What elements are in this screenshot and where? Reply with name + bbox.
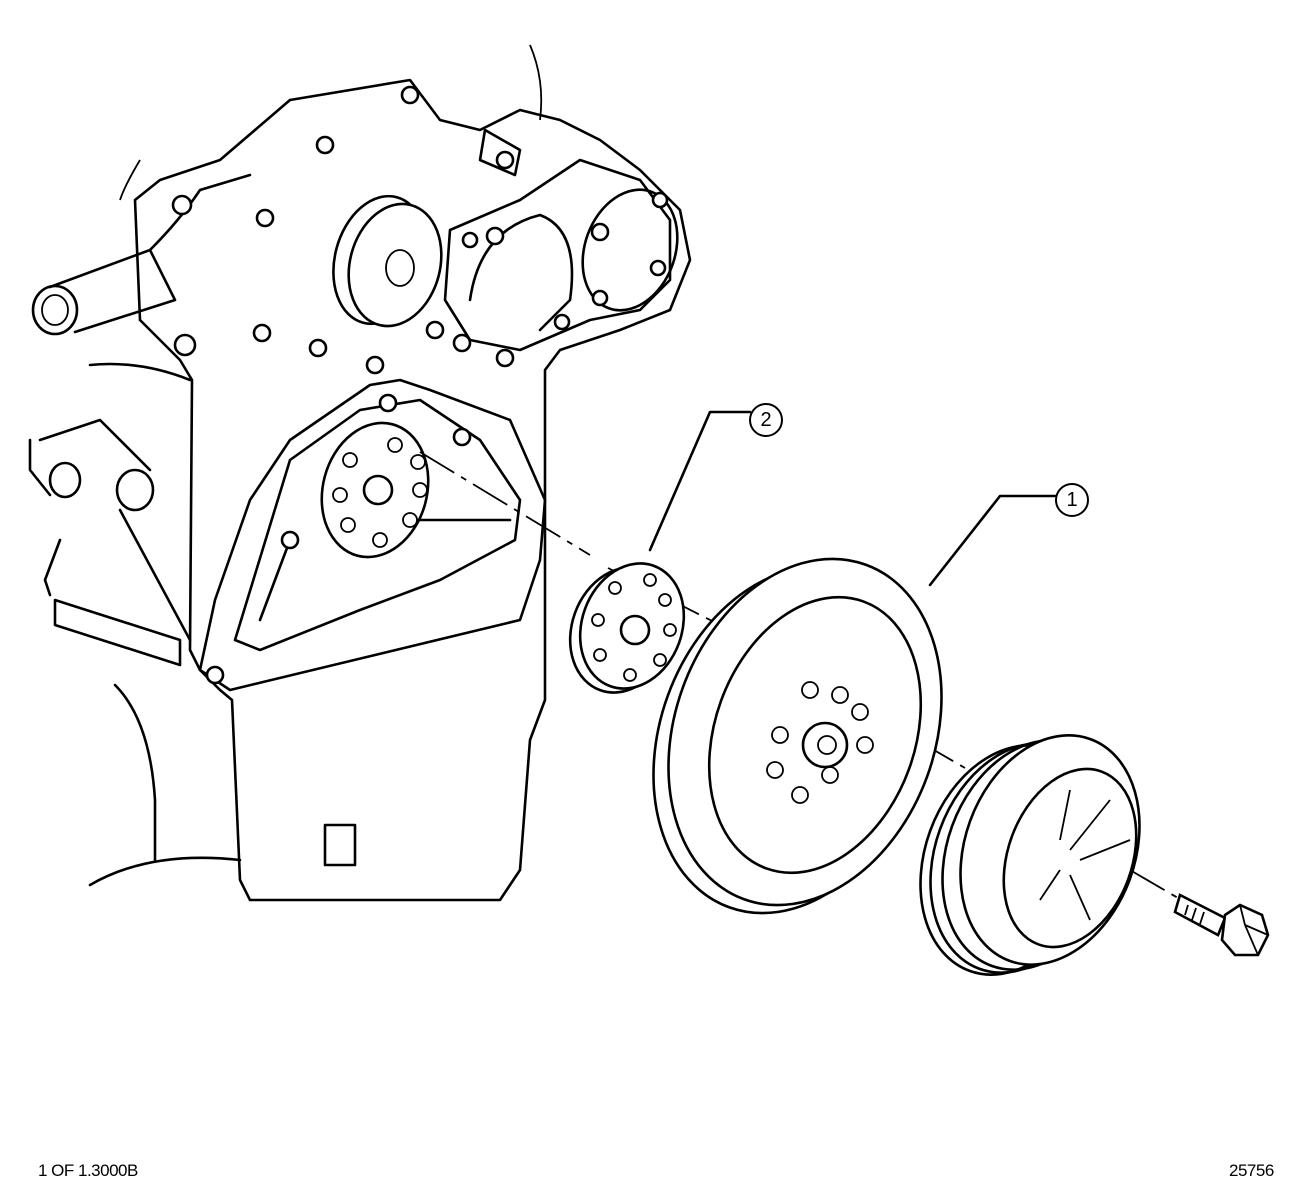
crankshaft-pulley <box>919 734 1141 976</box>
callout-2-leader <box>648 410 752 552</box>
engine-block <box>28 44 692 902</box>
callout-1-leader <box>928 494 1058 587</box>
figure-page-reference: 1 OF 1.3000B <box>38 1161 138 1180</box>
crankshaft-balancer <box>652 557 943 915</box>
callout-2: 2 <box>749 403 783 437</box>
callout-1: 1 <box>1055 483 1089 517</box>
balancer-bolt <box>1173 893 1270 957</box>
figure-number: 25756 <box>1229 1161 1274 1180</box>
hub-spacer <box>568 562 686 694</box>
engine-bolts <box>171 85 669 685</box>
